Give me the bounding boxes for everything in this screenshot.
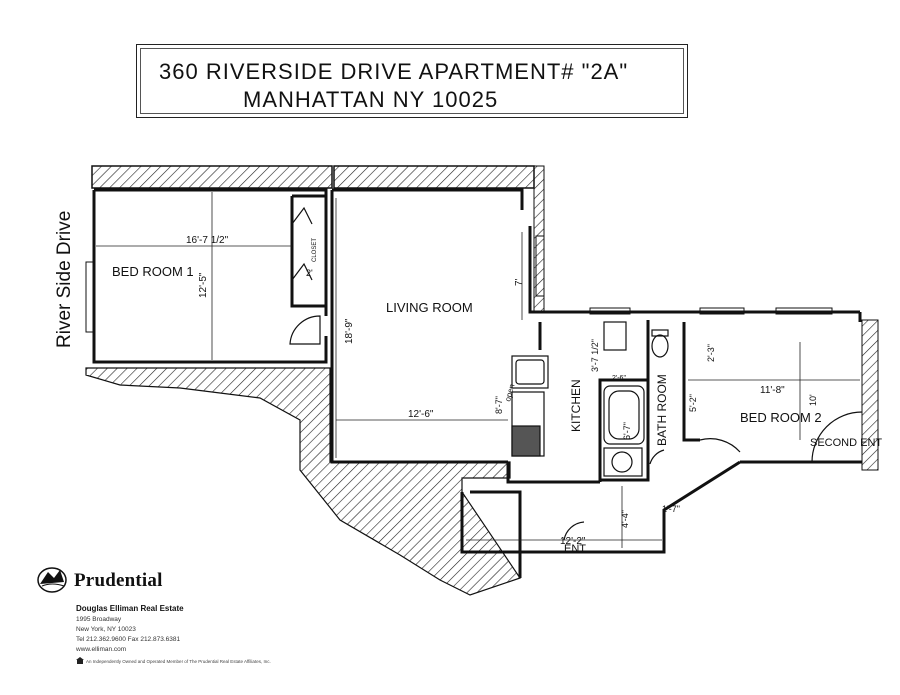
- kitchen-dim-small: 2'-6": [612, 375, 626, 382]
- living-room-window-dim: 7': [514, 278, 525, 286]
- living-room-depth: 18'-9": [344, 318, 355, 344]
- disclaimer: An Independently Owned and Operated Memb…: [86, 659, 271, 664]
- street-label: River Side Drive: [54, 211, 75, 348]
- bath-fixtures: [603, 321, 669, 477]
- bathroom-label: BATH ROOM: [655, 374, 669, 446]
- bedroom1-depth: 12'-5": [198, 272, 209, 298]
- closet-width: 2': [306, 268, 313, 278]
- kitchen-open-label: open: [503, 383, 516, 403]
- entry-label: ENT: [564, 543, 586, 555]
- windows: [85, 235, 833, 333]
- bedroom2-dim-b: 5'-2": [688, 394, 698, 412]
- equal-housing-icon: [76, 657, 84, 664]
- prudential-rock-icon: [37, 567, 67, 593]
- firm-address-street: 1995 Broadway: [76, 616, 122, 623]
- closet-label: CLOSET: [312, 238, 318, 262]
- door-swings: [289, 315, 863, 541]
- living-room-label: LIVING ROOM: [386, 300, 473, 315]
- bedroom2-label: BED ROOM 2: [740, 410, 822, 425]
- bedroom2-dim-a: 2'-3": [706, 344, 716, 362]
- firm-name: Douglas Elliman Real Estate: [76, 604, 184, 613]
- second-entry-label: SECOND ENT: [810, 437, 882, 449]
- entry-depth: 4'-4": [620, 510, 630, 528]
- brand-block: Prudential Douglas Elliman Real Estate 1…: [36, 566, 296, 676]
- bedroom1-width: 16'-7 1/2": [186, 235, 229, 246]
- closet-doors: [291, 206, 313, 281]
- dimension-lines: [96, 192, 860, 548]
- brand-name: Prudential: [74, 570, 163, 591]
- firm-website: www.elliman.com: [76, 646, 127, 653]
- living-room-width: 12'-6": [408, 409, 434, 420]
- firm-address-city: New York, NY 10023: [76, 626, 136, 633]
- entry-width: 12'-2": [560, 536, 586, 547]
- firm-phone: Tel 212.362.9600 Fax 212.873.6381: [76, 636, 181, 643]
- bathroom-dim: 6'-7": [622, 422, 632, 440]
- bedroom2-depth: 10': [808, 394, 818, 406]
- title-box: 360 RIVERSIDE DRIVE APARTMENT# "2A" MANH…: [136, 44, 688, 118]
- exterior-hatching: [85, 165, 879, 596]
- bedroom2-width: 11'-8": [760, 385, 785, 396]
- entry-dim: 1'-7": [662, 504, 680, 514]
- kitchen-label: KITCHEN: [569, 379, 583, 432]
- kitchen-fixtures: [511, 355, 549, 457]
- bedroom1-label: BED ROOM 1: [112, 264, 194, 279]
- kitchen-dim: 8'-7": [494, 396, 504, 414]
- kitchen-dim-top: 3'-7 1/2": [590, 339, 600, 372]
